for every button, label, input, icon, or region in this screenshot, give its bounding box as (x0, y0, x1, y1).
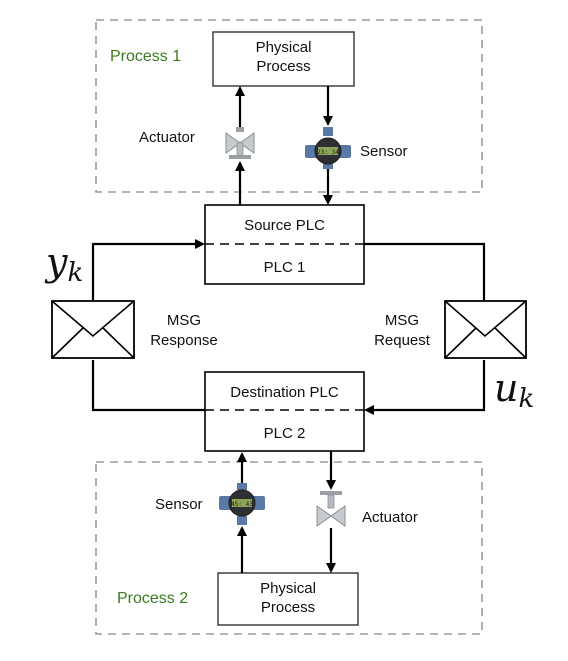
process1-frame (95, 19, 483, 193)
sensor-2-icon: 45: 43 (219, 483, 265, 525)
left-loop-upper (91, 239, 205, 300)
process2-label: Process 2 (117, 590, 189, 607)
destination-plc-name: PLC 2 (263, 425, 306, 442)
actuator-2-label: Actuator (362, 509, 418, 526)
physical-process-2-label: Physical Process (218, 579, 358, 617)
actuator-valve-icon (225, 127, 255, 159)
sensor-display-text: 23: 34 (317, 149, 339, 156)
u-k-symbol: uk (494, 368, 534, 419)
right-loop-lower (364, 360, 486, 415)
sensor-2-display-text: 45: 43 (231, 501, 253, 508)
physical-process-2-box (217, 572, 359, 626)
left-loop-lower (91, 360, 205, 412)
msg-response-label: MSG Response (134, 311, 234, 351)
sensor-label: Sensor (360, 143, 408, 160)
process2-frame (95, 461, 483, 635)
msg-request-line2: Request (374, 332, 430, 349)
u-k-sub: k (518, 384, 535, 414)
physical-process-2-line2: Process (260, 599, 316, 616)
destination-plc-title: Destination PLC (230, 384, 339, 401)
msg-request-envelope-icon (444, 300, 527, 359)
sensor-icon: 23: 34 (305, 127, 351, 169)
msg-response-line1: MSG (166, 312, 202, 329)
msg-request-label: MSG Request (362, 311, 442, 351)
right-loop-upper (364, 242, 486, 300)
y-k-base: y (46, 240, 68, 284)
msg-request-line1: MSG (384, 312, 420, 329)
physical-process-1-box (212, 31, 355, 87)
actuator-label: Actuator (139, 129, 195, 146)
msg-response-line2: Response (150, 332, 218, 349)
actuator-2-valve-icon (316, 491, 346, 527)
sensor-2-label: Sensor (155, 496, 203, 513)
physical-process-1-line2: Process (256, 58, 311, 75)
process1-label: Process 1 (110, 48, 182, 65)
source-plc-title: Source PLC (244, 217, 325, 234)
y-k-sub: k (67, 258, 84, 288)
u-k-base: u (494, 366, 519, 410)
physical-process-2-line1: Physical (260, 580, 316, 597)
msg-response-envelope-icon (51, 300, 135, 359)
physical-process-1-label: Physical Process (213, 38, 354, 76)
source-plc-name: PLC 1 (263, 259, 306, 276)
y-k-symbol: yk (46, 242, 83, 293)
physical-process-1-line1: Physical (255, 39, 312, 56)
